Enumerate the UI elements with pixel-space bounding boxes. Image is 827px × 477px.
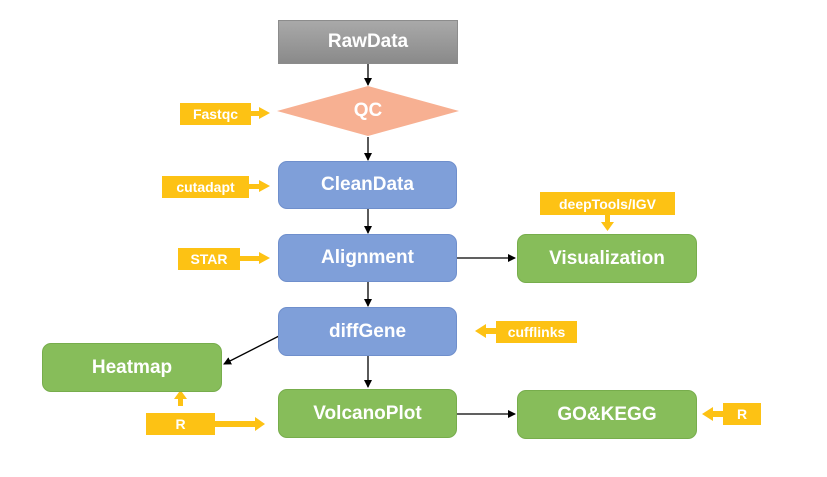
qc-diamond xyxy=(277,86,459,136)
arrow-star xyxy=(239,252,270,264)
arrow-deeptools xyxy=(601,215,614,231)
tool-r-left: R xyxy=(146,413,215,435)
tool-star: STAR xyxy=(178,248,240,270)
edge-diff-heatmap xyxy=(223,335,280,365)
node-heatmap: Heatmap xyxy=(42,343,222,392)
node-rawdata: RawData xyxy=(278,20,458,64)
node-gokegg: GO&KEGG xyxy=(517,390,697,439)
arrow-r-volcano xyxy=(214,417,265,431)
node-volcanoplot: VolcanoPlot xyxy=(278,389,457,438)
tool-cutadapt: cutadapt xyxy=(162,176,249,198)
tool-deeptools-igv: deepTools/IGV xyxy=(540,192,675,215)
node-cleandata: CleanData xyxy=(278,161,457,209)
arrow-r-gokegg xyxy=(702,407,724,421)
node-qc-label: QC xyxy=(353,100,383,121)
tool-cufflinks: cufflinks xyxy=(496,321,577,343)
arrow-r-heatmap xyxy=(174,390,187,406)
tool-fastqc: Fastqc xyxy=(180,103,251,125)
arrow-cutadapt xyxy=(248,180,270,192)
node-alignment: Alignment xyxy=(278,234,457,282)
arrow-cufflinks xyxy=(475,324,497,338)
arrow-fastqc xyxy=(250,107,270,119)
node-diffgene: diffGene xyxy=(278,307,457,356)
tool-arrows xyxy=(174,107,724,431)
node-visualization: Visualization xyxy=(517,234,697,283)
tool-r-right: R xyxy=(723,403,761,425)
